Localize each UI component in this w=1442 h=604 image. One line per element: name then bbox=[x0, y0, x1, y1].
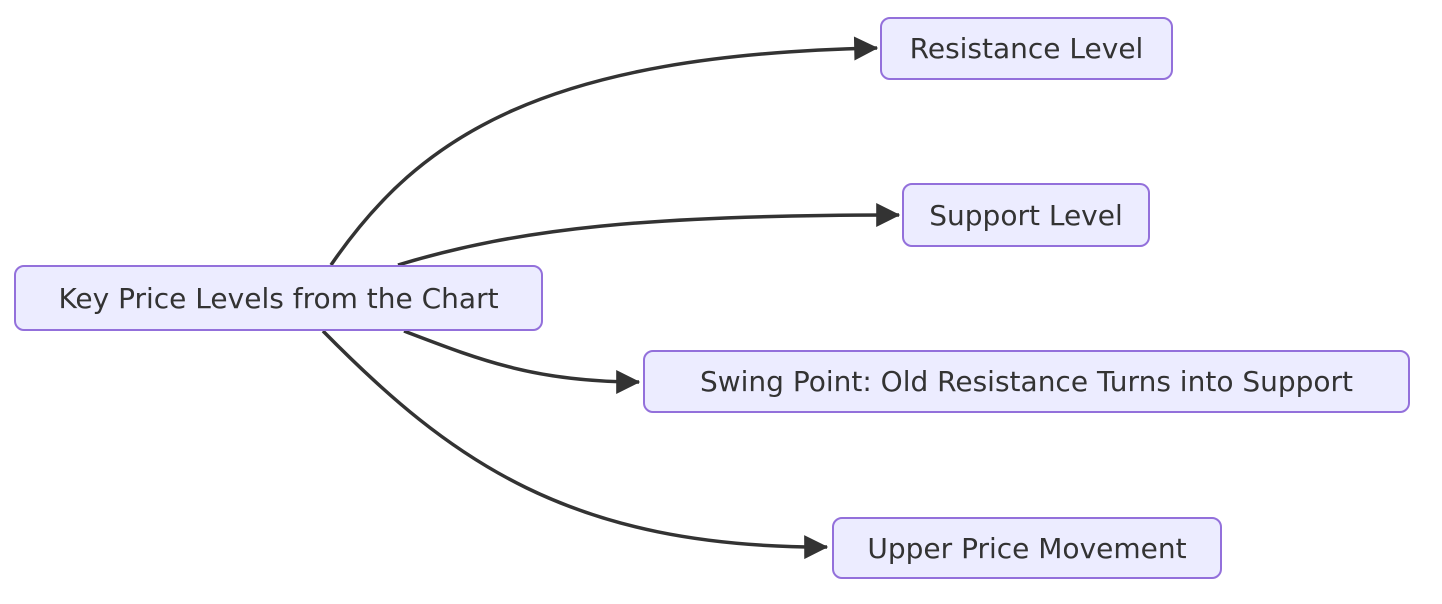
node-resistance-level-label: Resistance Level bbox=[909, 32, 1144, 65]
node-upper-price-movement: Upper Price Movement bbox=[832, 517, 1222, 579]
node-swing-point-label: Swing Point: Old Resistance Turns into S… bbox=[699, 365, 1354, 398]
edge-root-to-swing-point bbox=[403, 329, 641, 394]
node-key-price-levels: Key Price Levels from the Chart bbox=[14, 265, 543, 331]
node-key-price-levels-label: Key Price Levels from the Chart bbox=[58, 281, 499, 315]
node-support-level-label: Support Level bbox=[929, 198, 1123, 232]
edge-root-to-upper-price bbox=[321, 329, 829, 560]
node-support-level: Support Level bbox=[902, 183, 1150, 247]
node-swing-point: Swing Point: Old Resistance Turns into S… bbox=[643, 350, 1410, 413]
node-resistance-level: Resistance Level bbox=[880, 17, 1173, 80]
edge-root-to-support bbox=[397, 203, 901, 267]
edge-root-to-resistance bbox=[329, 36, 879, 266]
node-upper-price-movement-label: Upper Price Movement bbox=[867, 531, 1187, 565]
